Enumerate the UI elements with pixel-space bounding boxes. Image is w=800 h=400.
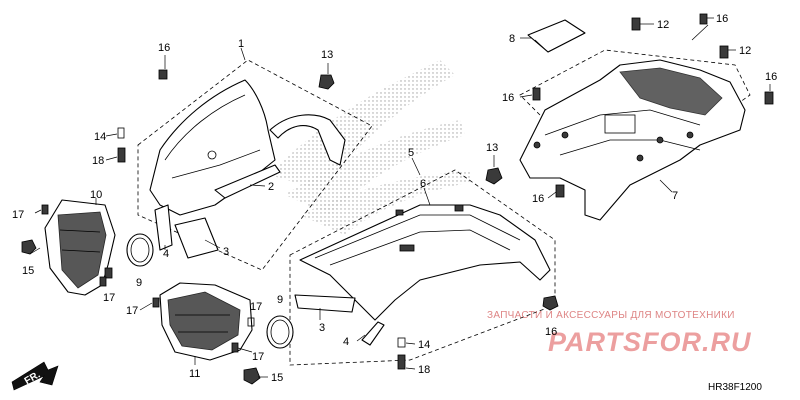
callout-9: 9 xyxy=(136,277,142,289)
front-direction-arrow: FR. xyxy=(11,361,59,391)
front-fender-group xyxy=(126,59,373,271)
background-logo xyxy=(270,60,472,235)
callout-3: 3 xyxy=(223,246,229,258)
rear-fender-group xyxy=(266,169,556,366)
callout-16: 16 xyxy=(502,92,514,104)
callout-14: 14 xyxy=(418,339,430,351)
callout-10: 10 xyxy=(90,189,102,201)
callout-3: 3 xyxy=(319,322,325,334)
callout-17: 17 xyxy=(250,301,262,313)
callout-16: 16 xyxy=(765,71,777,83)
watermark-tagline: ЗАПЧАСТИ И АКСЕССУАРЫ ДЛЯ МОТОТЕХНИКИ xyxy=(487,310,735,321)
callout-16: 16 xyxy=(532,193,544,205)
rear-carrier-hardware xyxy=(519,13,774,199)
callout-17: 17 xyxy=(252,351,264,363)
callout-18: 18 xyxy=(418,364,430,376)
diagram-code: HR38F1200 xyxy=(708,382,762,393)
callout-9: 9 xyxy=(277,294,283,306)
callout-2: 2 xyxy=(268,181,274,193)
callout-4: 4 xyxy=(163,248,169,260)
leader-lines xyxy=(95,47,431,365)
watermark-brand: PARTSFOR.RU xyxy=(548,327,752,357)
callout-1: 1 xyxy=(238,38,244,50)
callout-17: 17 xyxy=(12,209,24,221)
callout-11: 11 xyxy=(189,368,200,380)
callout-15: 15 xyxy=(22,265,34,277)
rear-carrier-group xyxy=(519,19,751,221)
callout-16: 16 xyxy=(545,326,557,338)
side-shrouds xyxy=(44,199,253,361)
shroud-hardware xyxy=(21,204,268,385)
callout-16: 16 xyxy=(158,42,170,54)
callout-6: 6 xyxy=(420,178,426,190)
callouts: 1 2 3 3 4 4 5 6 7 8 9 9 10 11 12 12 13 1… xyxy=(12,13,777,384)
callout-16: 16 xyxy=(716,13,728,25)
callout-5: 5 xyxy=(408,147,414,159)
callout-13: 13 xyxy=(486,142,498,154)
callout-14: 14 xyxy=(94,131,106,143)
callout-15: 15 xyxy=(271,372,283,384)
front-left-hardware xyxy=(105,55,335,163)
callout-7: 7 xyxy=(672,190,678,202)
callout-18: 18 xyxy=(92,155,104,167)
callout-17: 17 xyxy=(103,292,115,304)
callout-12: 12 xyxy=(657,19,669,31)
callout-8: 8 xyxy=(509,33,515,45)
callout-13: 13 xyxy=(321,49,333,61)
callout-12: 12 xyxy=(739,45,751,57)
callout-4: 4 xyxy=(343,336,349,348)
rear-fender-hardware xyxy=(397,155,559,370)
watermark: ЗАПЧАСТИ И АКСЕССУАРЫ ДЛЯ МОТОТЕХНИКИ PA… xyxy=(487,310,752,357)
callout-17: 17 xyxy=(126,305,138,317)
